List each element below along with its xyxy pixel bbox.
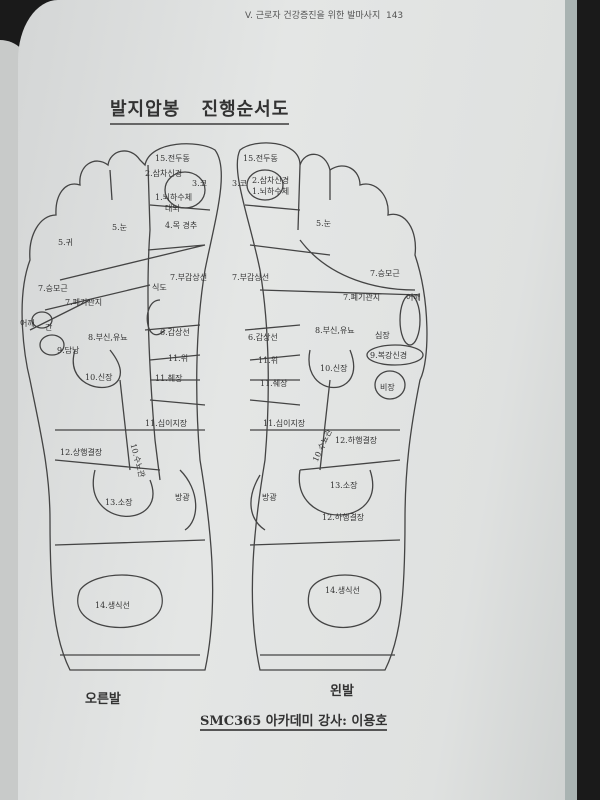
label: 3.코 xyxy=(192,179,207,188)
label: 11.십이지장 xyxy=(263,419,306,428)
label: 5.눈 xyxy=(316,219,331,228)
footer-credit: SMC365 아카데미 강사: 이용호 xyxy=(200,710,388,731)
label: 7.승모근 xyxy=(38,284,68,293)
left-foot-outline xyxy=(236,142,428,671)
label: 9.복강신경 xyxy=(370,351,408,360)
label: 15.전두동 xyxy=(155,154,190,163)
label: 9.담낭 xyxy=(57,346,80,355)
label: 12.하행결장 xyxy=(322,513,365,522)
running-title: V. 근로자 건강증진을 위한 발마사지 xyxy=(245,11,381,21)
label: 2.삼차신경 xyxy=(252,176,290,185)
label: 14.생식선 xyxy=(95,601,130,610)
label: 10.신장 xyxy=(85,373,113,382)
label: 4.목 경추 xyxy=(165,221,198,230)
label: 12.상행결장 xyxy=(60,448,103,457)
label: 8.부신,유뇨 xyxy=(88,333,128,342)
label: 2.삼차신경 xyxy=(145,169,183,178)
label: 12.하행결장 xyxy=(335,436,378,445)
right-foot-outline xyxy=(21,143,222,671)
label: 13.소장 xyxy=(330,481,358,490)
label: 대뇌 xyxy=(165,204,180,213)
label: 1.뇌하수체 xyxy=(155,193,193,202)
label: 5.눈 xyxy=(112,223,127,232)
page-edge xyxy=(565,0,577,800)
label: 간 xyxy=(45,323,53,332)
label: 6.갑상선 xyxy=(160,328,190,337)
label: 1.뇌하수체 xyxy=(252,187,290,196)
label: 3.코 xyxy=(232,179,247,188)
label: 5.귀 xyxy=(58,238,73,247)
label: 11.췌장 xyxy=(260,379,288,388)
label: 8.부신,유뇨 xyxy=(315,326,355,335)
label: 14.생식선 xyxy=(325,586,360,595)
label: 7.폐기관지 xyxy=(65,298,103,307)
label: 비장 xyxy=(380,383,395,392)
label: 7.폐기관지 xyxy=(343,293,381,302)
label: 11.위 xyxy=(258,356,279,365)
label: 방광 xyxy=(262,493,277,502)
label: 11.췌장 xyxy=(155,374,183,383)
label: 6.갑상선 xyxy=(248,333,278,342)
diagram-title: 발지압봉 진행순서도 xyxy=(110,95,290,125)
label: 10.신장 xyxy=(320,364,348,373)
label: 13.소장 xyxy=(105,498,133,507)
label: 7.부갑상선 xyxy=(170,273,208,282)
page-number: 143 xyxy=(385,11,404,21)
label: 방광 xyxy=(175,493,190,502)
label: 어깨 xyxy=(406,293,421,302)
right-foot-caption: 오른발 xyxy=(85,692,121,707)
label: 11.위 xyxy=(168,354,189,363)
label: 15.전두동 xyxy=(243,154,278,163)
label: 7.승모근 xyxy=(370,269,400,278)
label: 7.부갑상선 xyxy=(232,273,270,282)
label: 11.십이지장 xyxy=(145,419,188,428)
left-foot-caption: 왼발 xyxy=(330,684,354,699)
running-header: V. 근로자 건강증진을 위한 발마사지 143 xyxy=(245,8,403,21)
book-page xyxy=(18,0,568,800)
label: 어깨 xyxy=(20,319,35,328)
label: 식도 xyxy=(152,283,167,292)
label: 심장 xyxy=(375,331,390,340)
